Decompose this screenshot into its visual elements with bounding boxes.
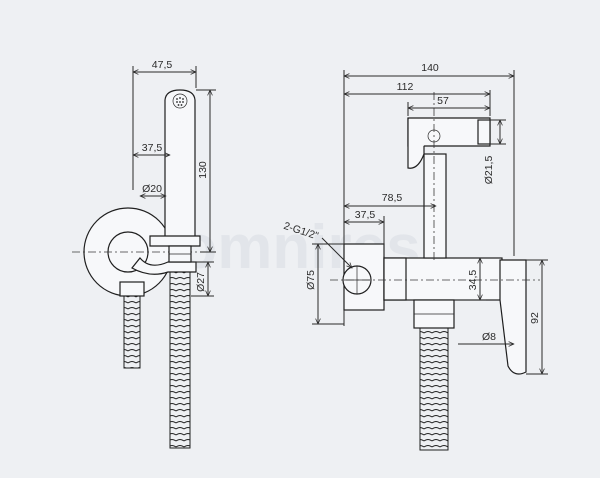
front-view: 140 112 57 Ø21,5 78,5 37,5 2-G1/2" Ø75 [282,62,548,451]
lever-handle [499,259,527,375]
dim-width-top: 47,5 [152,59,173,71]
dim-spray-diameter: Ø21,5 [483,156,495,185]
inner-hose [123,295,141,369]
dim-plate-diameter: Ø75 [305,270,317,290]
front-hose [419,327,449,451]
dim-hose-diameter: Ø27 [195,272,207,292]
hand-shower [164,89,196,239]
dim-hose-offset: 37,5 [142,142,163,154]
dim-width-37-5: 37,5 [355,209,376,221]
dim-handle-diameter: Ø20 [142,183,162,195]
dim-height-34-5: 34,5 [467,270,479,291]
trigger-lever [407,118,425,169]
dim-width-112: 112 [397,81,414,93]
dim-height: 130 [197,161,209,179]
dim-total-width: 140 [421,62,439,74]
body-collar [383,257,407,301]
dim-width-78-5: 78,5 [382,192,403,204]
spray-nozzle-dots [172,93,188,109]
side-view: 47,5 37,5 Ø20 130 Ø27 [72,59,216,449]
inner-nut [119,281,145,297]
hose [169,271,191,449]
dim-diameter-8: Ø8 [482,331,496,343]
dim-height-92: 92 [529,312,541,324]
dim-width-57: 57 [437,95,449,107]
holder-bracket [149,235,201,247]
spray-tip [477,119,491,145]
